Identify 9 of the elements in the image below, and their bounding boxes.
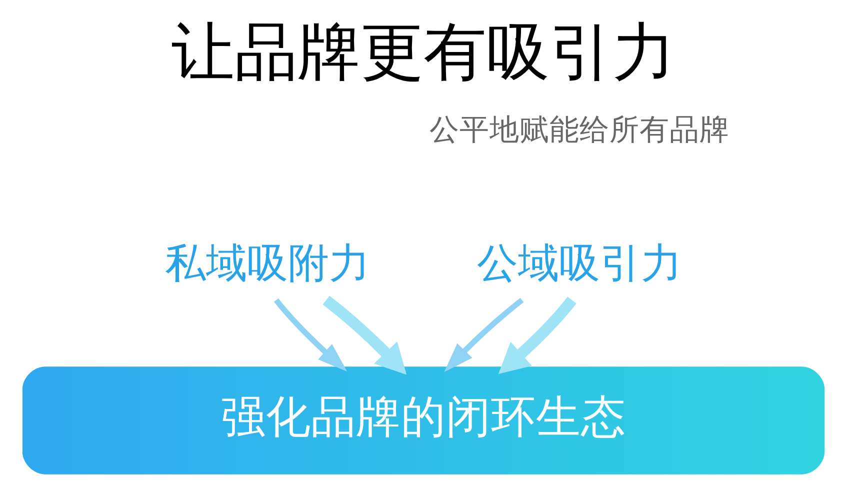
node-text: 公域吸引力 bbox=[476, 238, 682, 287]
arrow bbox=[274, 298, 347, 372]
arrow bbox=[322, 296, 406, 375]
arrow bbox=[498, 296, 576, 374]
label: 公平地赋能给所有品牌 bbox=[428, 112, 729, 148]
diagram-title: 让品牌更有吸引力 bbox=[171, 14, 675, 89]
node-box: 强化品牌的闭环生态 bbox=[22, 366, 824, 474]
arrow bbox=[444, 298, 524, 372]
node-text: 私域吸附力 bbox=[164, 238, 370, 287]
